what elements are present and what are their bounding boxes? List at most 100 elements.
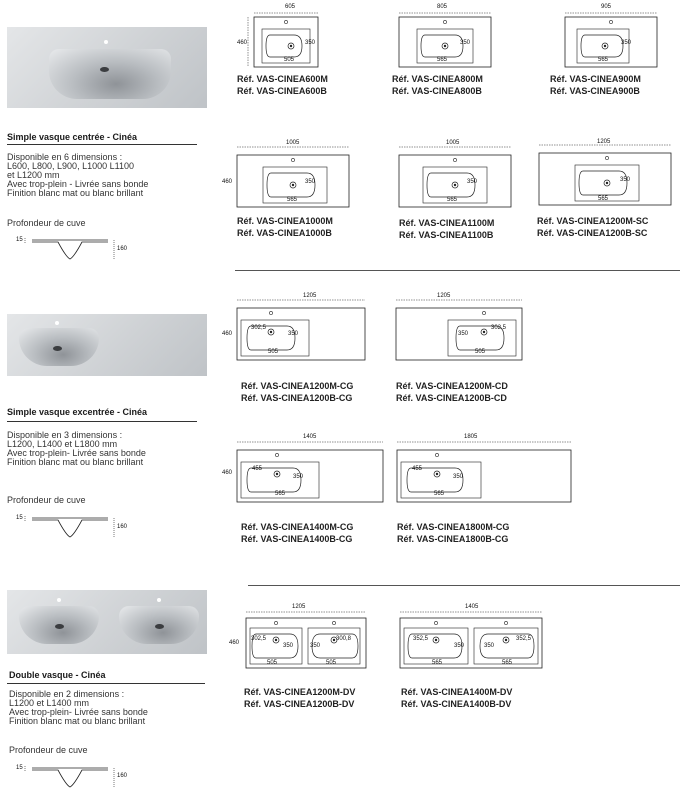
product-reference: Réf. VAS-CINEA1400M-DV — [401, 687, 513, 697]
product-photo-simple-centre — [7, 27, 207, 108]
depth-rim-dim: 15 — [16, 515, 23, 521]
bowl-width-dim: 565 — [432, 660, 443, 666]
bowl-width-dim: 505 — [475, 349, 486, 355]
depth-rim-dim: 15 — [16, 237, 23, 243]
bowl-depth-dim: 350 — [484, 643, 495, 649]
width-dim: 1205 — [292, 604, 306, 610]
bowl-depth-dim: 350 — [288, 331, 299, 337]
height-dim: 460 — [229, 640, 240, 646]
bowl-width-dim: 565 — [447, 197, 458, 203]
section-title-simple-excentre: Simple vasque excentrée - Cinéa — [7, 407, 148, 417]
offset-dim: 302,5 — [251, 636, 267, 642]
bowl-width-dim: 565 — [275, 491, 286, 497]
offset-dim: 455 — [252, 466, 263, 472]
product-reference: Réf. VAS-CINEA1200B-SC — [537, 228, 648, 238]
depth-dim: 160 — [117, 524, 128, 530]
product-reference: Réf. VAS-CINEA1800B-CG — [397, 534, 509, 544]
section-title-simple-centre: Simple vasque centrée - Cinéa — [7, 132, 138, 142]
bowl-depth-dim: 350 — [305, 179, 316, 185]
width-dim: 1205 — [597, 139, 611, 145]
product-photo-double — [7, 590, 207, 654]
bowl-width-dim: 505 — [326, 660, 337, 666]
bowl-width-dim: 505 — [267, 660, 278, 666]
width-dim: 1005 — [286, 140, 300, 146]
product-reference: Réf. VAS-CINEA600M — [237, 74, 328, 84]
product-reference: Réf. VAS-CINEA1400B-DV — [401, 699, 512, 709]
bowl-width-dim: 565 — [437, 57, 448, 63]
technical-drawing-1200-cd — [395, 299, 523, 361]
row-separator — [248, 585, 680, 586]
technical-drawing-1800-cg — [396, 441, 572, 503]
product-reference: Réf. VAS-CINEA1200B-DV — [244, 699, 355, 709]
section-rule — [7, 421, 197, 422]
bowl-width-dim: 565 — [287, 197, 298, 203]
product-reference: Réf. VAS-CINEA1800M-CG — [397, 522, 510, 532]
bowl-depth-dim: 350 — [293, 474, 304, 480]
bowl-depth-dim: 350 — [620, 177, 631, 183]
depth-profile-drawing — [24, 516, 115, 538]
width-dim: 1405 — [465, 604, 479, 610]
depth-label: Profondeur de cuve — [9, 745, 88, 755]
offset-dim: 300,8 — [336, 636, 352, 642]
section-title-double: Double vasque - Cinéa — [9, 670, 106, 680]
product-photo-simple-excentre — [7, 314, 207, 376]
bowl-depth-dim: 350 — [460, 40, 471, 46]
depth-dim: 160 — [117, 773, 128, 779]
height-dim: 460 — [222, 331, 233, 337]
product-reference: Réf. VAS-CINEA900M — [550, 74, 641, 84]
description-line: Finition blanc mat ou blanc brillant — [7, 457, 144, 467]
offset-dim: 352,5 — [413, 636, 429, 642]
technical-drawing-800 — [398, 12, 492, 68]
depth-rim-dim: 15 — [16, 765, 23, 771]
offset-dim: 455 — [412, 466, 423, 472]
product-reference: Réf. VAS-CINEA600B — [237, 86, 327, 96]
depth-label: Profondeur de cuve — [7, 218, 86, 228]
width-dim: 1005 — [446, 140, 460, 146]
description-line: Avec trop-plein - Livrée sans bonde — [7, 179, 149, 189]
depth-dim: 160 — [117, 246, 128, 252]
row-separator — [235, 270, 680, 271]
width-dim: 805 — [437, 4, 448, 10]
bowl-width-dim: 565 — [598, 196, 609, 202]
product-reference: Réf. VAS-CINEA800B — [392, 86, 482, 96]
product-reference: Réf. VAS-CINEA1400M-CG — [241, 522, 354, 532]
description-line: L1200 et L1400 mm — [9, 698, 90, 708]
product-reference: Réf. VAS-CINEA800M — [392, 74, 483, 84]
technical-drawing-900 — [564, 12, 658, 68]
section-rule — [7, 683, 205, 684]
technical-drawing-1200-sc — [538, 144, 672, 206]
bowl-depth-dim: 350 — [467, 179, 478, 185]
bowl-width-dim: 505 — [284, 57, 295, 63]
bowl-depth-dim: 350 — [458, 331, 469, 337]
description-line: Avec trop-plein- Livrée sans bonde — [9, 707, 148, 717]
section-rule — [7, 144, 197, 145]
description-line: L600, L800, L900, L1000 L1100 — [7, 161, 134, 171]
product-reference: Réf. VAS-CINEA1200B-CD — [396, 393, 507, 403]
product-reference: Réf. VAS-CINEA1200M-SC — [537, 216, 649, 226]
description-line: L1200, L1400 et L1800 mm — [7, 439, 118, 449]
product-reference: Réf. VAS-CINEA1200M-CD — [396, 381, 508, 391]
bowl-width-dim: 565 — [502, 660, 513, 666]
description-line: Disponible en 6 dimensions : — [7, 152, 123, 162]
height-dim: 460 — [237, 40, 248, 46]
product-reference: Réf. VAS-CINEA1000B — [237, 228, 332, 238]
product-reference: Réf. VAS-CINEA1200B-CG — [241, 393, 353, 403]
width-dim: 1805 — [464, 434, 478, 440]
product-reference: Réf. VAS-CINEA1100B — [399, 230, 494, 240]
width-dim: 1405 — [303, 434, 317, 440]
depth-profile-drawing — [24, 766, 115, 788]
bowl-width-dim: 505 — [268, 349, 279, 355]
technical-drawing-1200-cg — [236, 299, 366, 361]
offset-dim: 302,5 — [491, 325, 507, 331]
technical-drawing-1100 — [398, 146, 512, 208]
technical-drawing-1400-cg — [236, 441, 384, 503]
height-dim: 460 — [222, 179, 233, 185]
bowl-depth-dim: 350 — [283, 643, 294, 649]
bowl-depth-dim: 350 — [305, 40, 316, 46]
description-line: et L1200 mm — [7, 170, 60, 180]
technical-drawing-1400-dv — [399, 611, 543, 669]
offset-dim: 352,5 — [516, 636, 532, 642]
width-dim: 1205 — [437, 293, 451, 299]
product-reference: Réf. VAS-CINEA1400B-CG — [241, 534, 353, 544]
technical-drawing-1000 — [236, 146, 350, 208]
